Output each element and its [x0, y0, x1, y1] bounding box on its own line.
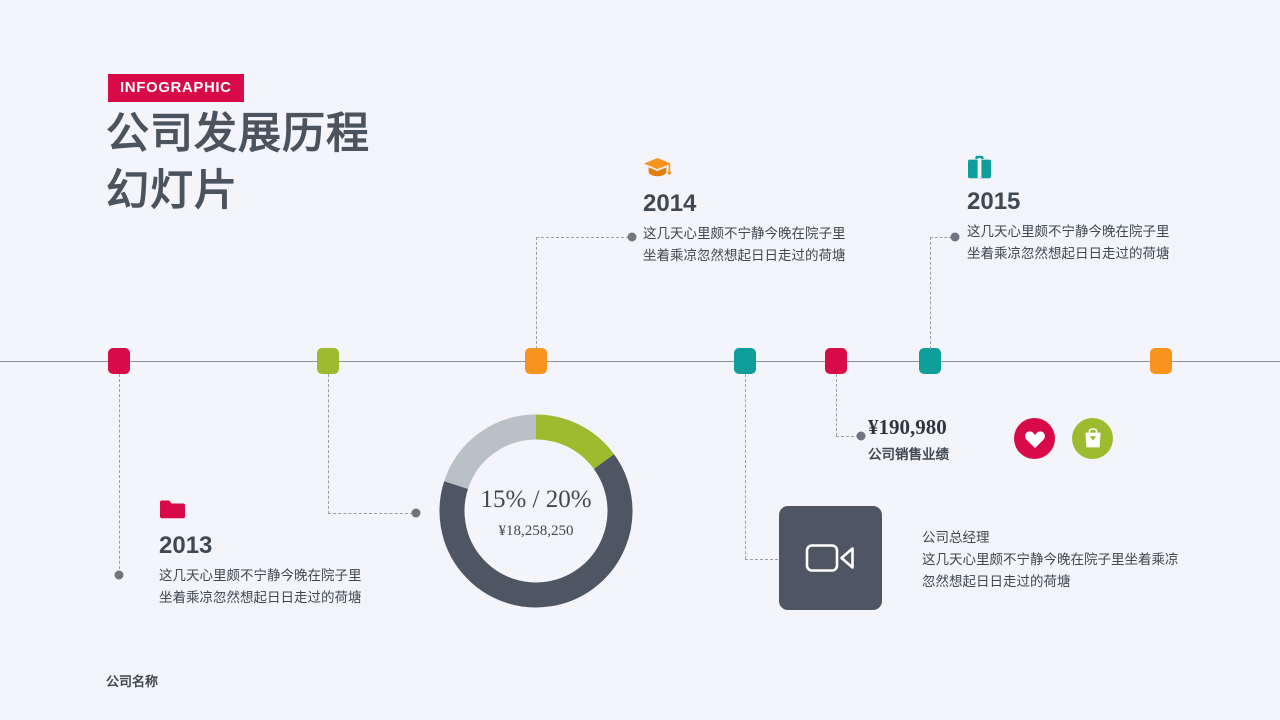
connector-donut-horizontal	[328, 513, 413, 514]
donut-chart: 15% / 20% ¥18,258,250	[437, 412, 635, 610]
timeline-marker-6[interactable]	[919, 348, 941, 374]
timeline-marker-5[interactable]	[825, 348, 847, 374]
connector-donut-vertical	[328, 374, 329, 514]
page-title: 公司发展历程 幻灯片	[106, 110, 370, 216]
timeline-marker-3[interactable]	[525, 348, 547, 374]
connector-2013-vertical	[119, 374, 120, 574]
shopping-bag-icon-badge[interactable]	[1072, 418, 1113, 459]
connector-2015-horizontal	[930, 237, 952, 238]
milestone-year-label: 2013	[159, 532, 213, 559]
milestone-year-label: 2014	[643, 190, 697, 217]
connector-sales-horizontal	[836, 436, 859, 437]
sales-amount: ¥190,980	[868, 415, 947, 439]
timeline-marker-2[interactable]	[317, 348, 339, 374]
connector-sales-vertical	[836, 374, 837, 436]
milestone-body-text: 这几天心里颇不宁静今晚在院子里坐着乘凉忽然想起日日走过的荷塘	[643, 226, 846, 264]
connector-2014-vertical	[536, 237, 537, 349]
graduation-cap-icon	[643, 156, 855, 182]
milestone-2014: 2014 这几天心里颇不宁静今晚在院子里坐着乘凉忽然想起日日走过的荷塘	[643, 156, 855, 267]
sales-caption: 公司销售业绩	[868, 447, 949, 463]
folder-icon	[159, 498, 371, 524]
donut-percent-label: 15% / 20%	[480, 485, 592, 513]
shopping-bag-icon	[1084, 428, 1101, 448]
timeline-marker-1[interactable]	[108, 348, 130, 374]
briefcase-icon	[967, 154, 1179, 180]
connector-2014-dot	[627, 232, 637, 242]
timeline-axis	[0, 361, 1280, 362]
connector-2015-vertical	[930, 237, 931, 349]
video-card[interactable]	[779, 506, 882, 610]
connector-sales-dot	[856, 431, 866, 441]
donut-center-labels: 15% / 20% ¥18,258,250	[437, 412, 635, 610]
connector-manager-horizontal	[745, 559, 783, 560]
connector-manager-vertical	[745, 374, 746, 559]
video-camera-icon	[805, 544, 854, 572]
sales-figure: ¥190,980 公司销售业绩	[868, 414, 949, 463]
footer-company-name: 公司名称	[106, 674, 159, 689]
milestone-body-text: 这几天心里颇不宁静今晚在院子里坐着乘凉忽然想起日日走过的荷塘	[967, 224, 1170, 262]
manager-info: 公司总经理 这几天心里颇不宁静今晚在院子里坐着乘凉忽然想起日日走过的荷塘	[922, 527, 1184, 593]
milestone-2015: 2015 这几天心里颇不宁静今晚在院子里坐着乘凉忽然想起日日走过的荷塘	[967, 154, 1179, 265]
manager-body-text: 这几天心里颇不宁静今晚在院子里坐着乘凉忽然想起日日走过的荷塘	[922, 551, 1179, 589]
connector-2015-dot	[950, 232, 960, 242]
heart-icon	[1024, 430, 1045, 448]
milestone-year-label: 2015	[967, 188, 1021, 215]
manager-role: 公司总经理	[922, 530, 990, 545]
milestone-body-text: 这几天心里颇不宁静今晚在院子里坐着乘凉忽然想起日日走过的荷塘	[159, 568, 362, 606]
infographic-badge: INFOGRAPHIC	[108, 74, 244, 102]
timeline-marker-4[interactable]	[734, 348, 756, 374]
connector-2014-horizontal	[536, 237, 629, 238]
milestone-2013: 2013 这几天心里颇不宁静今晚在院子里坐着乘凉忽然想起日日走过的荷塘	[159, 498, 371, 609]
connector-2013-dot	[114, 570, 124, 580]
connector-donut-dot	[411, 508, 421, 518]
heart-icon-badge[interactable]	[1014, 418, 1055, 459]
timeline-marker-7[interactable]	[1150, 348, 1172, 374]
donut-amount-label: ¥18,258,250	[498, 523, 574, 540]
